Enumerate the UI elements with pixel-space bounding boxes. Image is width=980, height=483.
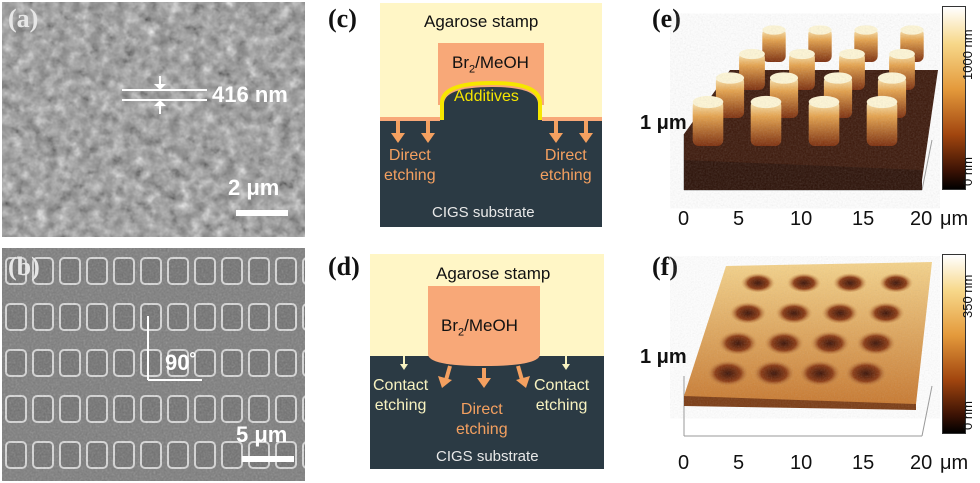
x-tick-f-1: 5	[733, 452, 745, 474]
additives-label: Additives	[454, 88, 519, 105]
cigs-substrate-d	[370, 356, 604, 469]
contact-etch-left-d: Contact etching	[373, 376, 428, 416]
direct-etch-d-1: Direct	[460, 401, 503, 418]
diagram-d	[370, 254, 604, 469]
contact-etch-left-d-2: etching	[374, 397, 427, 414]
x-tick-e-2: 10	[790, 208, 813, 230]
stamp-label-c: Agarose stamp	[424, 12, 539, 31]
x-unit-f: μm	[940, 452, 969, 474]
x-tick-e-1: 5	[733, 208, 745, 230]
colorbar-bottom-e: 0 nm	[960, 157, 975, 186]
direct-etch-right-c-1: Direct	[544, 147, 587, 164]
x-tick-f-0: 0	[678, 452, 690, 474]
etchant-label-d-sub: 2	[458, 326, 465, 339]
direct-etch-d-2: etching	[456, 421, 508, 438]
x-tick-f-3: 15	[852, 452, 875, 474]
direct-etch-left-c-2: etching	[384, 167, 436, 184]
direct-etch-right-c-2: etching	[540, 167, 592, 184]
colorbar-f	[942, 254, 966, 434]
colorbar-top-f: 350 nm	[960, 274, 975, 318]
sem-image-a	[2, 2, 305, 237]
colorbar-e	[942, 6, 966, 190]
direct-etch-right-c: Direct etching	[540, 146, 592, 186]
sem-image-b	[2, 248, 305, 481]
z-scale-label-f: 1 μm	[640, 346, 687, 368]
feature-size-label: 416 nm	[212, 82, 288, 107]
panel-label-a: (a)	[8, 4, 39, 33]
diagram-c	[380, 3, 602, 227]
etchant-label-c-br: Br	[452, 53, 469, 72]
x-tick-f-4: 20	[910, 452, 933, 474]
panel-label-d: (d)	[328, 252, 360, 281]
etchant-label-d-rest: /MeOH	[464, 316, 518, 335]
etchant-d	[428, 286, 540, 366]
scale-bar-a	[236, 210, 288, 216]
x-tick-e-0: 0	[678, 208, 690, 230]
stamp-label-d: Agarose stamp	[436, 264, 551, 283]
afm-3d-e	[683, 25, 939, 192]
substrate-label-c: CIGS substrate	[432, 204, 535, 221]
substrate-label-d: CIGS substrate	[436, 448, 539, 465]
etchant-label-c-rest: /MeOH	[475, 53, 529, 72]
afm-3d-f	[683, 262, 933, 437]
colorbar-bottom-f: 0 nm	[960, 401, 975, 430]
etchant-label-c-sub: 2	[469, 63, 476, 76]
additive-layer	[440, 80, 542, 120]
sem-texture-a	[2, 2, 305, 237]
etchant-label-d-br: Br	[441, 316, 458, 335]
scale-bar-b	[242, 456, 294, 462]
cigs-substrate-c	[380, 120, 602, 227]
colorbar-top-e: 1000 nm	[960, 29, 975, 80]
panel-label-e: (e)	[652, 4, 681, 33]
contact-etch-right-d: Contact etching	[534, 376, 589, 416]
direct-etch-d: Direct etching	[456, 400, 508, 440]
sem-pattern-b	[2, 248, 305, 481]
x-tick-e-3: 15	[852, 208, 875, 230]
z-scale-label-e: 1 μm	[640, 112, 687, 134]
scale-label-b: 5 μm	[236, 422, 288, 447]
panel-label-c: (c)	[328, 4, 357, 33]
contact-etch-left-d-1: Contact	[373, 377, 429, 394]
etchant-label-c: Br2/MeOH	[452, 53, 529, 75]
etchant-label-d: Br2/MeOH	[441, 316, 518, 338]
x-unit-e: μm	[940, 208, 969, 230]
x-tick-f-2: 10	[790, 452, 813, 474]
contact-etch-right-d-2: etching	[535, 397, 588, 414]
panel-label-f: (f)	[652, 252, 678, 281]
x-tick-e-4: 20	[910, 208, 933, 230]
contact-etch-right-d-1: Contact	[534, 377, 590, 394]
angle-label: 90˚	[165, 350, 197, 375]
direct-etch-left-c: Direct etching	[384, 146, 436, 186]
scale-label-a: 2 μm	[228, 175, 280, 200]
panel-label-b: (b)	[8, 252, 40, 281]
direct-etch-left-c-1: Direct	[388, 147, 431, 164]
